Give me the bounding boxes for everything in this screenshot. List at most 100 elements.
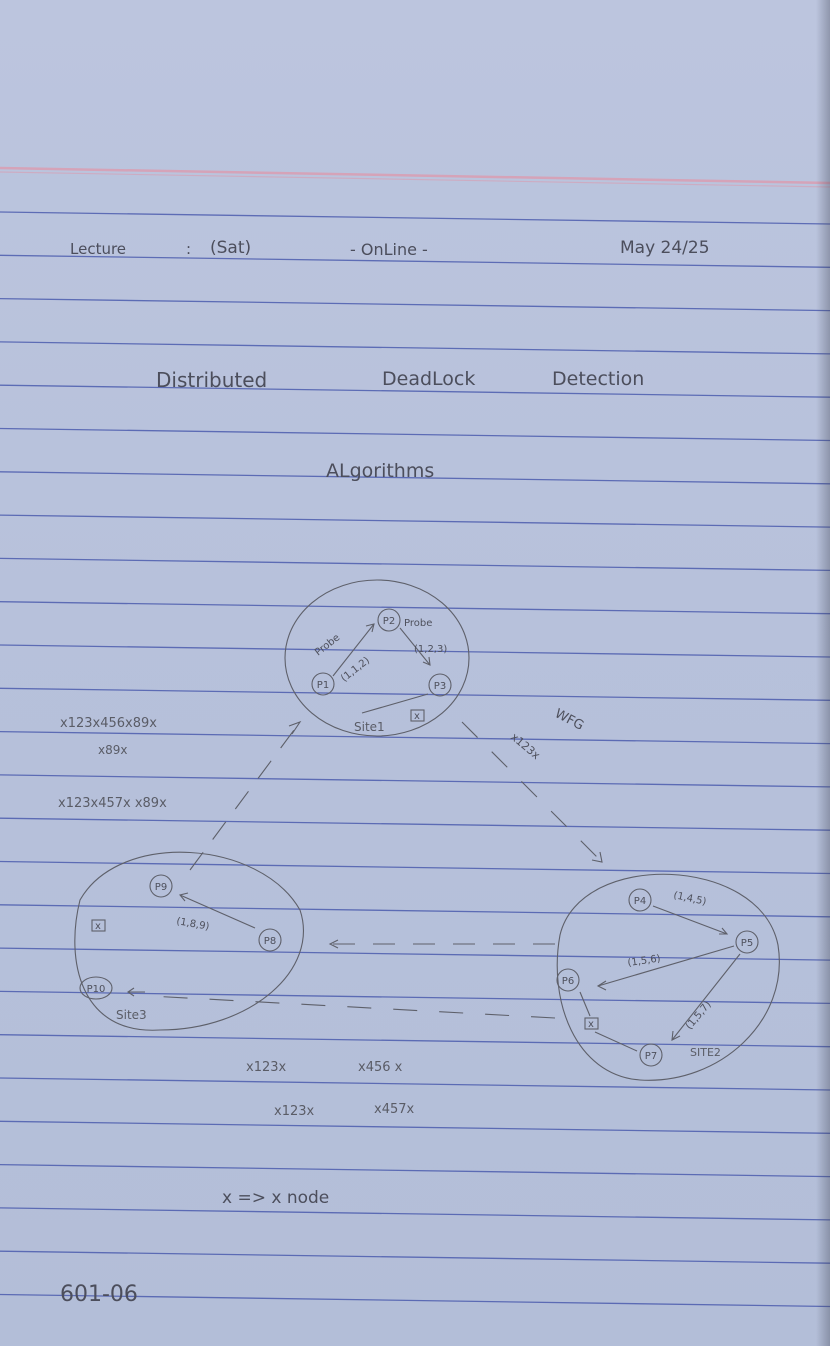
marker-label: x bbox=[588, 1019, 594, 1030]
edge-p8-p9 bbox=[179, 894, 256, 929]
title-word-distributed: Distributed bbox=[156, 368, 268, 392]
header-day: (Sat) bbox=[210, 238, 252, 258]
ruled-line bbox=[0, 644, 830, 658]
tuple-label: (1,2,3) bbox=[414, 644, 447, 655]
edge-p5-p7 bbox=[671, 953, 741, 1041]
site3-circle bbox=[74, 851, 304, 1031]
site3-label: Site3 bbox=[116, 1008, 147, 1022]
ruled-line bbox=[0, 471, 830, 485]
node-p7 bbox=[639, 1043, 663, 1067]
edge-p4-p5 bbox=[652, 905, 728, 935]
node-p8 bbox=[258, 928, 282, 952]
ruled-line bbox=[0, 1250, 830, 1264]
node-p3 bbox=[428, 673, 452, 697]
node-label: P1 bbox=[317, 680, 329, 691]
node-label: P5 bbox=[741, 938, 753, 949]
note-left-3: x123x457x x89x bbox=[58, 796, 167, 811]
node-label: P2 bbox=[383, 616, 395, 627]
node-label: P3 bbox=[434, 681, 446, 692]
ruled-line bbox=[0, 687, 830, 701]
ruled-line bbox=[0, 254, 830, 268]
edge-p5-p6 bbox=[597, 945, 735, 987]
title-word-algorithms: ALgorithms bbox=[326, 460, 435, 482]
site2-circle bbox=[556, 873, 780, 1081]
ruled-line bbox=[0, 514, 830, 528]
node-p4 bbox=[628, 888, 652, 912]
title-word-detection: Detection bbox=[552, 368, 645, 390]
edge-p3-site1 bbox=[361, 693, 429, 714]
ruled-line bbox=[0, 990, 830, 1005]
node-label: P4 bbox=[634, 896, 646, 907]
wfg-label: WFG bbox=[552, 706, 586, 734]
edge-site3-site1 bbox=[189, 721, 301, 871]
tuple-label: (1,4,5) bbox=[672, 890, 707, 908]
header-mode: - OnLine - bbox=[350, 240, 428, 259]
node-label: P9 bbox=[155, 882, 167, 893]
ruled-line bbox=[0, 1163, 830, 1178]
header-date: May 24/25 bbox=[620, 238, 710, 258]
ruled-line bbox=[0, 341, 830, 355]
edge-label: x123x bbox=[508, 730, 543, 762]
note-bottom-1a: x123x bbox=[246, 1060, 287, 1075]
note-bottom-2b: x457x bbox=[374, 1102, 415, 1117]
tuple-label: (1,1,2) bbox=[339, 655, 372, 684]
ruled-line bbox=[0, 211, 830, 225]
arrowhead bbox=[365, 623, 375, 633]
site1-label: Site1 bbox=[354, 720, 385, 734]
marker-label: x bbox=[414, 711, 420, 722]
node-p5 bbox=[735, 930, 759, 954]
node-label: P7 bbox=[645, 1051, 657, 1062]
note-bottom-1b: x456 x bbox=[358, 1060, 403, 1075]
ruled-line bbox=[0, 1120, 830, 1134]
ruled-line bbox=[0, 297, 830, 312]
note-left-1: x123x456x89x bbox=[60, 716, 157, 731]
site1-circle bbox=[284, 579, 470, 737]
site1-marker-box bbox=[410, 709, 425, 722]
ruled-line bbox=[0, 557, 830, 572]
marker-label: x bbox=[95, 921, 101, 932]
edge-p1-p2 bbox=[332, 623, 375, 677]
title-word-deadlock: DeadLock bbox=[382, 368, 476, 390]
ruled-line bbox=[0, 601, 830, 615]
legend-note: x => x node bbox=[222, 1188, 330, 1208]
node-p9 bbox=[149, 874, 173, 898]
site2-marker-box bbox=[584, 1017, 599, 1030]
tuple-label: (1,8,9) bbox=[175, 916, 210, 933]
ruled-line bbox=[0, 817, 830, 831]
ruled-line bbox=[0, 1293, 830, 1308]
node-label: P8 bbox=[264, 936, 276, 947]
footer-code: 601-06 bbox=[60, 1282, 138, 1307]
probe-label: Probe bbox=[404, 618, 432, 629]
probe-label: Probe bbox=[313, 632, 342, 658]
ruled-line bbox=[0, 774, 830, 788]
header-separator: : bbox=[186, 240, 192, 258]
node-p1 bbox=[311, 672, 335, 696]
ruled-line bbox=[0, 384, 830, 398]
ruled-line bbox=[0, 1077, 830, 1091]
ruled-line bbox=[0, 730, 830, 745]
ruled-line bbox=[0, 904, 830, 918]
tuple-label: (1,5,7) bbox=[684, 999, 714, 1032]
edge-site1-site2 bbox=[461, 721, 603, 863]
ruled-line bbox=[0, 427, 830, 442]
site3-marker-box bbox=[91, 919, 106, 932]
site2-label: SITE2 bbox=[690, 1046, 721, 1059]
page-edge-shadow bbox=[816, 0, 830, 1346]
margin-rule bbox=[0, 166, 830, 185]
node-p10 bbox=[79, 976, 113, 1000]
node-label: P6 bbox=[562, 976, 574, 987]
lecture-label: Lecture bbox=[70, 240, 127, 258]
node-p6 bbox=[556, 968, 580, 992]
ruled-line bbox=[0, 1034, 830, 1048]
node-label: P10 bbox=[87, 984, 106, 995]
edge-p2-p3 bbox=[399, 627, 431, 666]
note-bottom-2a: x123x bbox=[274, 1104, 315, 1119]
note-left-2: x89x bbox=[98, 743, 128, 757]
edge-site2-p10 bbox=[149, 995, 556, 1019]
ruled-line bbox=[0, 860, 830, 875]
node-p2 bbox=[377, 608, 401, 632]
tuple-label: (1,5,6) bbox=[627, 953, 662, 969]
ruled-line bbox=[0, 1207, 830, 1221]
